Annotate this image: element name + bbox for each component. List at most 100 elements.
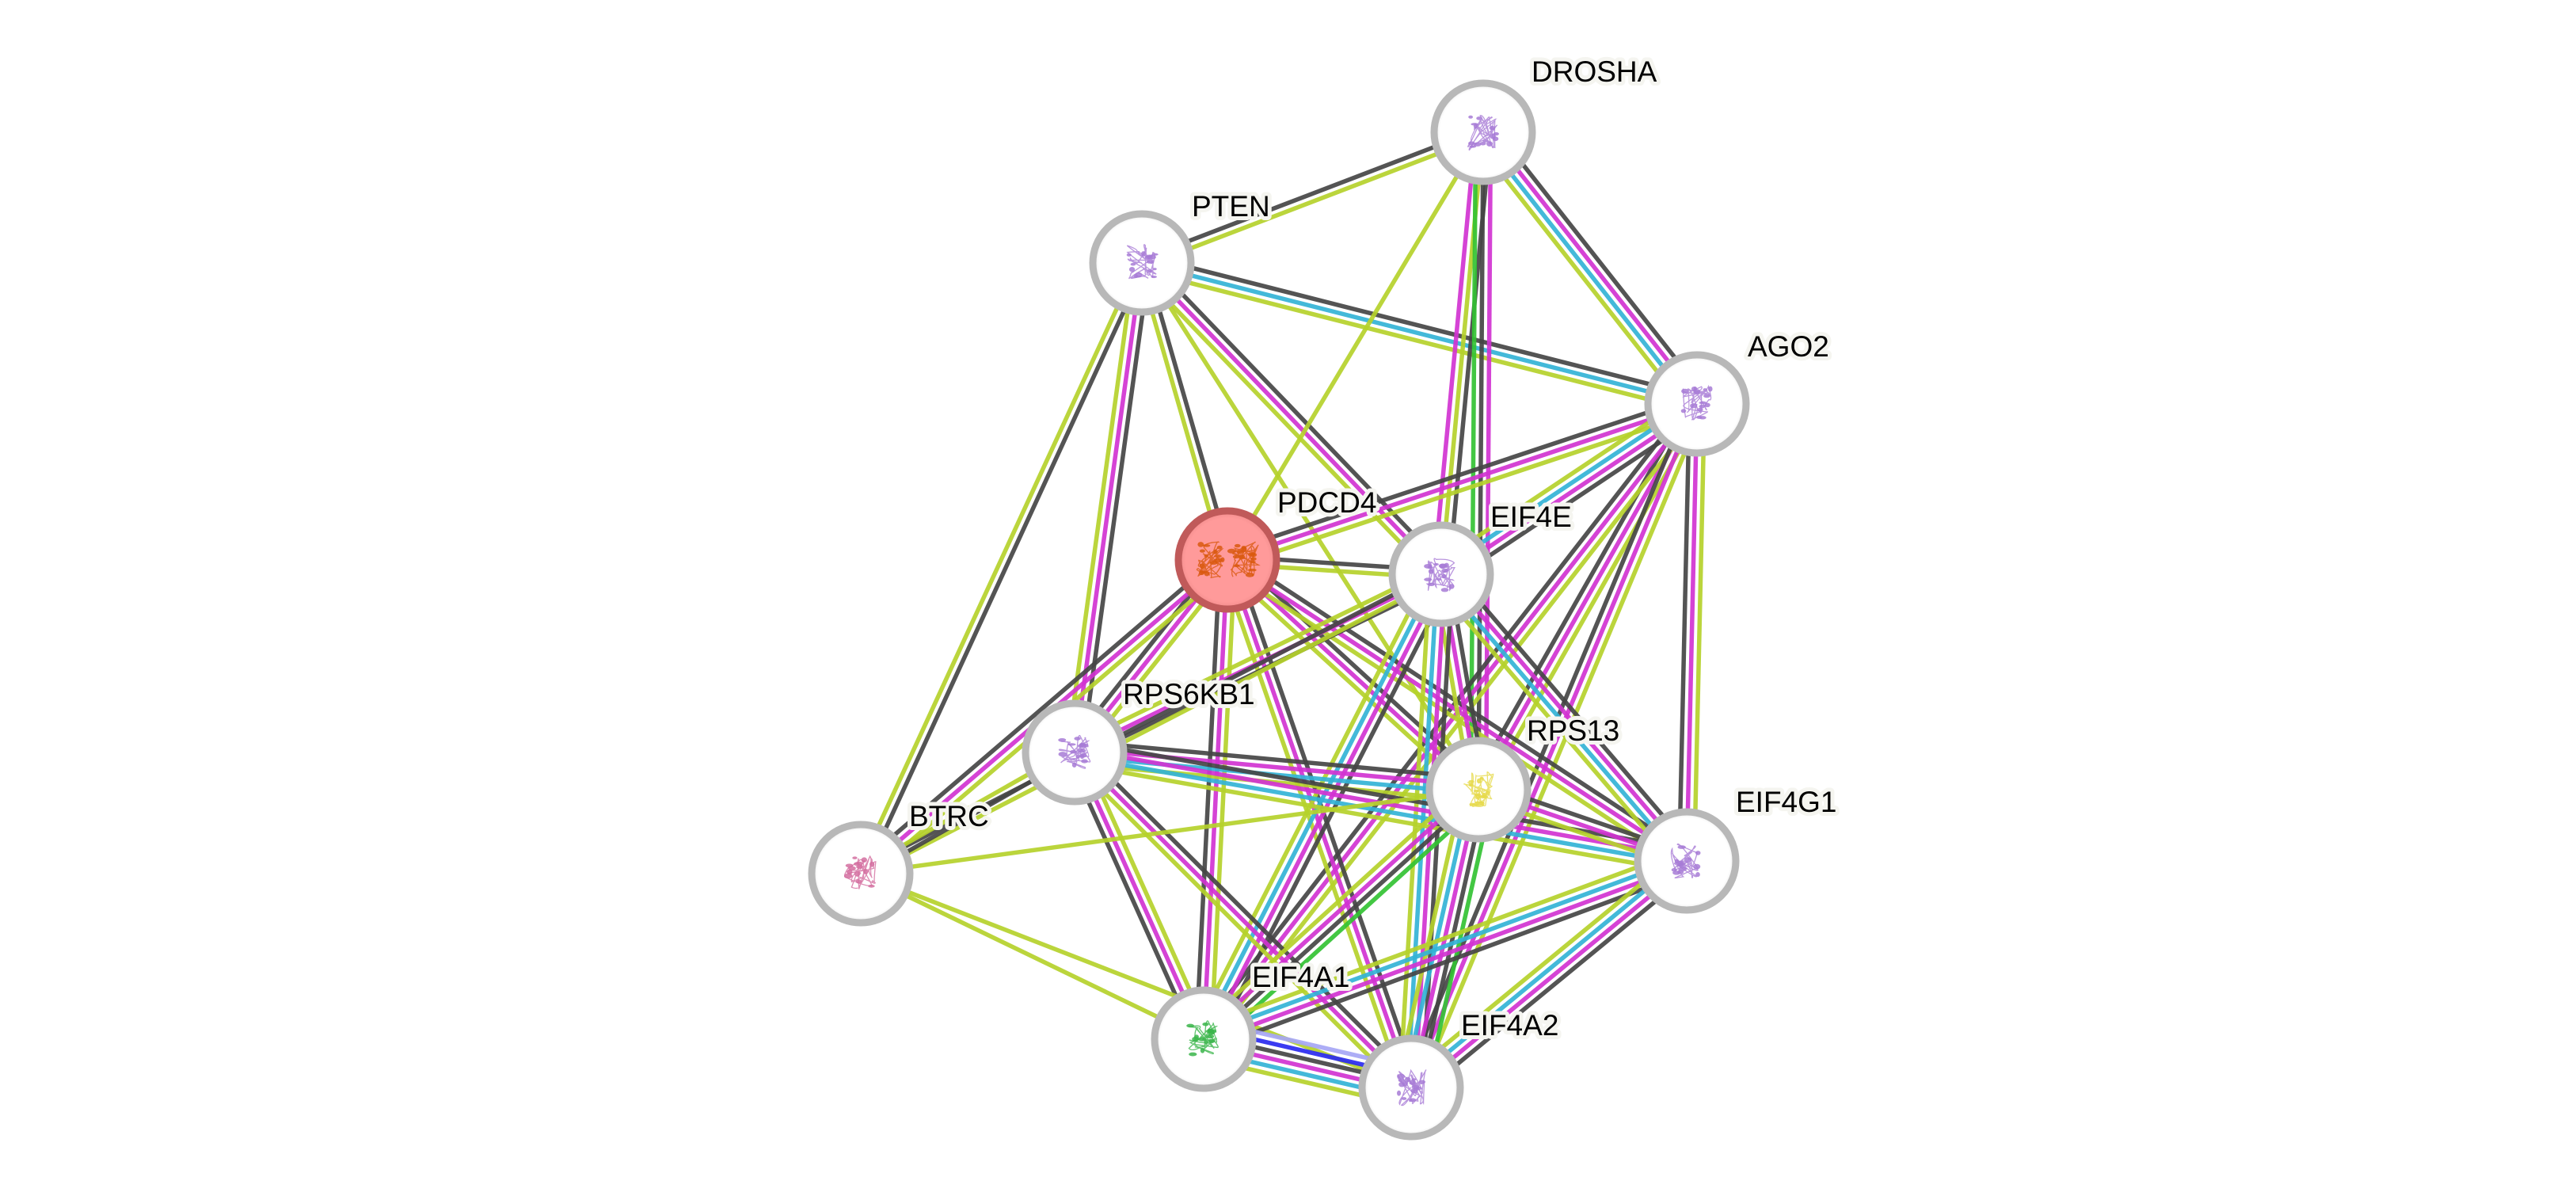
node-pdcd4-query[interactable]: PDCD4: [1174, 482, 1380, 613]
evidence-line-textmining[interactable]: [1139, 268, 1696, 413]
evidence-line-experiments[interactable]: [1442, 570, 1691, 860]
evidence-line-databases[interactable]: [1198, 571, 1440, 1039]
evidence-line-experiments[interactable]: [1484, 128, 1702, 403]
node-rps6kb1[interactable]: RPS6KB1: [1022, 674, 1259, 806]
edge-btrc-eif4a1[interactable]: [859, 871, 1205, 1042]
evidence-line-textmining[interactable]: [1135, 266, 1438, 581]
edge-eif4e-btrc[interactable]: [858, 569, 1444, 879]
evidence-line-experiments[interactable]: [1431, 131, 1478, 574]
evidence-line-coexpression[interactable]: [1230, 551, 1692, 857]
evidence-line-textmining[interactable]: [1208, 560, 1238, 1040]
edge-pten-ago2[interactable]: [1139, 253, 1700, 413]
evidence-line-textmining[interactable]: [1229, 409, 1700, 569]
evidence-line-coexpression[interactable]: [1140, 126, 1483, 262]
node-label[interactable]: RPS13: [1523, 710, 1623, 751]
evidence-line-textmining[interactable]: [1079, 748, 1213, 1038]
edge-ago2-eif4g1[interactable]: [1676, 403, 1707, 862]
evidence-line-textmining[interactable]: [860, 871, 1412, 1090]
evidence-line-textmining[interactable]: [1064, 261, 1137, 752]
evidence-line-textmining[interactable]: [1199, 848, 1684, 1031]
evidence-line-textmining[interactable]: [1472, 138, 1690, 413]
evidence-line-databases[interactable]: [1478, 133, 1696, 408]
node-label[interactable]: PDCD4: [1273, 482, 1380, 523]
evidence-line-textmining[interactable]: [1691, 404, 1707, 862]
evidence-line-databases[interactable]: [1436, 575, 1686, 865]
evidence-line-coexpression[interactable]: [1676, 403, 1692, 861]
evidence-line-textmining[interactable]: [1194, 779, 1473, 1033]
evidence-line-coexpression[interactable]: [1143, 253, 1700, 399]
evidence-line-textmining[interactable]: [861, 575, 1444, 879]
evidence-line-coexpression[interactable]: [1490, 124, 1708, 398]
edge-eif4g1-eif4a1[interactable]: [1199, 848, 1691, 1052]
node-label[interactable]: PTEN: [1188, 186, 1274, 227]
evidence-line-databases[interactable]: [1201, 855, 1687, 1038]
node-pten[interactable]: PTEN: [1089, 186, 1274, 316]
evidence-line-coexpression[interactable]: [1145, 256, 1448, 571]
evidence-line-experiments[interactable]: [1073, 751, 1413, 1089]
evidence-line-textmining[interactable]: [1431, 580, 1680, 870]
evidence-line-experiments[interactable]: [1483, 132, 1493, 790]
node-label[interactable]: EIF4A1: [1248, 957, 1353, 997]
evidence-line-experiments[interactable]: [1409, 402, 1699, 1089]
evidence-line-experiments[interactable]: [1199, 785, 1478, 1038]
evidence-line-textmining[interactable]: [1402, 850, 1681, 1081]
evidence-line-coexpression[interactable]: [854, 552, 1224, 870]
evidence-line-experiments[interactable]: [1140, 261, 1443, 576]
evidence-line-coexpression[interactable]: [1476, 131, 1486, 790]
evidence-line-databases[interactable]: [1141, 261, 1698, 406]
edge-pten-drosha[interactable]: [1140, 126, 1486, 269]
evidence-line-experiments[interactable]: [1412, 862, 1691, 1092]
evidence-line-databases[interactable]: [1073, 753, 1687, 867]
evidence-line-coexpression[interactable]: [1075, 739, 1480, 781]
evidence-line-databases[interactable]: [1405, 573, 1440, 1087]
evidence-line-textmining[interactable]: [859, 871, 1205, 1042]
evidence-line-coexpression[interactable]: [1076, 739, 1689, 852]
node-ago2[interactable]: AGO2: [1644, 326, 1833, 457]
evidence-line-textmining[interactable]: [860, 787, 1479, 876]
evidence-line-textmining[interactable]: [1394, 786, 1467, 1085]
evidence-line-coexpression[interactable]: [1204, 790, 1483, 1044]
edge-eif4e-eif4g1[interactable]: [1431, 565, 1697, 870]
edge-rps13-eif4a1[interactable]: [1194, 779, 1488, 1049]
node-label[interactable]: EIF4A2: [1457, 1005, 1562, 1046]
node-label[interactable]: EIF4G1: [1732, 782, 1841, 822]
node-label[interactable]: RPS6KB1: [1119, 674, 1259, 714]
evidence-line-textmining[interactable]: [1208, 407, 1705, 1046]
evidence-line-textmining[interactable]: [855, 260, 1141, 874]
node-label[interactable]: EIF4E: [1486, 497, 1576, 537]
evidence-line-experiments[interactable]: [1684, 403, 1699, 862]
evidence-line-coexpression[interactable]: [1448, 565, 1697, 855]
evidence-line-textmining[interactable]: [1220, 563, 1475, 798]
node-label[interactable]: BTRC: [905, 796, 993, 836]
evidence-line-textmining[interactable]: [1416, 406, 1707, 1091]
evidence-line-coexpression[interactable]: [1417, 867, 1695, 1099]
edge-ago2-pdcd4[interactable]: [1224, 394, 1700, 569]
node-eif4g1[interactable]: EIF4G1: [1634, 782, 1841, 914]
evidence-line-coexpression[interactable]: [1224, 394, 1695, 555]
evidence-line-coexpression[interactable]: [1206, 869, 1691, 1052]
node-drosha[interactable]: DROSHA: [1430, 51, 1661, 185]
evidence-line-databases[interactable]: [1407, 856, 1686, 1087]
edge-drosha-pdcd4[interactable]: [1225, 131, 1486, 562]
evidence-line-coexpression[interactable]: [1078, 745, 1418, 1084]
evidence-line-coexpression[interactable]: [862, 263, 1147, 877]
evidence-line-textmining[interactable]: [1218, 562, 1406, 1091]
evidence-line-textmining[interactable]: [1191, 568, 1433, 1035]
edge-pten-eif4e[interactable]: [1135, 256, 1448, 581]
query-node-bubble[interactable]: [1174, 507, 1280, 613]
node-rps13[interactable]: RPS13: [1425, 710, 1623, 843]
evidence-line-textmining[interactable]: [1070, 565, 1440, 748]
node-eif4a2[interactable]: EIF4A2: [1358, 1005, 1562, 1141]
node-btrc[interactable]: BTRC: [808, 796, 993, 927]
edge-rps6kb1-eif4a2[interactable]: [1067, 745, 1418, 1095]
evidence-line-coexpression[interactable]: [1193, 559, 1223, 1039]
evidence-line-experiments[interactable]: [1227, 402, 1698, 562]
evidence-line-coexpression[interactable]: [1470, 398, 1693, 787]
evidence-line-textmining[interactable]: [1067, 756, 1408, 1095]
evidence-line-experiments[interactable]: [1201, 402, 1699, 1041]
node-eif4a1[interactable]: EIF4A1: [1151, 957, 1353, 1092]
evidence-line-coexpression[interactable]: [858, 569, 1441, 873]
evidence-line-textmining[interactable]: [1222, 564, 1684, 870]
node-label[interactable]: AGO2: [1744, 326, 1833, 367]
edge-eif4g1-eif4a2[interactable]: [1402, 850, 1695, 1099]
